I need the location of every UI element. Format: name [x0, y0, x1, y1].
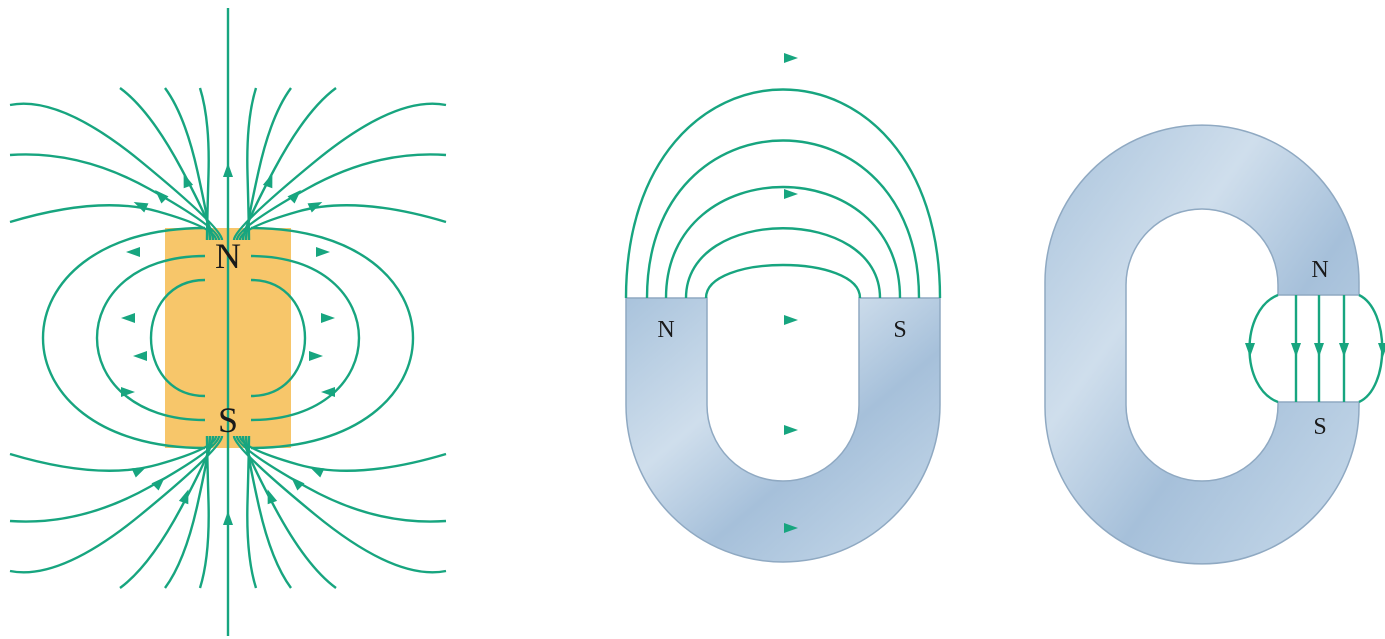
horseshoe-north-label: N: [657, 317, 674, 343]
field-arrow: [1314, 343, 1324, 357]
field-line: [120, 436, 213, 588]
field-arrow: [126, 247, 140, 257]
gap-field-lines: [1245, 295, 1385, 402]
field-line: [626, 90, 940, 299]
field-arrow: [321, 313, 335, 323]
gap-south-label: S: [1313, 414, 1326, 440]
field-line: [686, 228, 880, 298]
field-line: [120, 88, 213, 240]
field-line: [243, 88, 336, 240]
gap-magnet-diagram: N S: [1045, 125, 1385, 564]
field-arrow: [132, 463, 149, 478]
field-arrow: [288, 187, 305, 204]
field-line: [243, 436, 336, 588]
bar-magnet-south-label: S: [218, 400, 238, 440]
field-arrow: [784, 189, 798, 199]
field-arrow: [784, 53, 798, 63]
field-line: [666, 187, 900, 298]
field-line: [647, 141, 919, 299]
field-line: [1359, 295, 1382, 402]
field-arrow: [152, 474, 169, 491]
horseshoe-magnet-diagram: N S: [626, 53, 940, 562]
field-arrow: [133, 351, 147, 361]
field-line: [237, 154, 446, 240]
field-arrow: [223, 163, 233, 177]
bar-magnet-north-label: N: [215, 236, 241, 276]
horseshoe-south-label: S: [893, 317, 906, 343]
field-arrow: [288, 474, 305, 491]
field-arrow: [308, 463, 325, 478]
field-arrow: [309, 351, 323, 361]
field-line: [237, 436, 446, 522]
field-arrow: [1245, 343, 1255, 357]
field-arrow: [784, 425, 798, 435]
field-arrow: [316, 247, 330, 257]
bar-magnet-diagram: N S: [10, 8, 446, 636]
field-arrow: [132, 198, 149, 213]
field-arrow: [223, 511, 233, 525]
field-arrow: [152, 187, 169, 204]
field-line: [706, 265, 860, 298]
field-line: [1250, 295, 1279, 402]
field-arrow: [121, 387, 135, 397]
field-arrow: [321, 387, 335, 397]
bar-magnet-field-lines: [10, 8, 446, 636]
field-arrow: [1339, 343, 1349, 357]
gap-north-label: N: [1311, 257, 1328, 283]
field-arrow: [784, 315, 798, 325]
field-arrow: [121, 313, 135, 323]
field-arrow: [308, 198, 325, 213]
gap-magnet: [1045, 125, 1359, 564]
field-line: [10, 154, 219, 240]
field-line: [10, 436, 219, 522]
field-arrow: [1291, 343, 1301, 357]
